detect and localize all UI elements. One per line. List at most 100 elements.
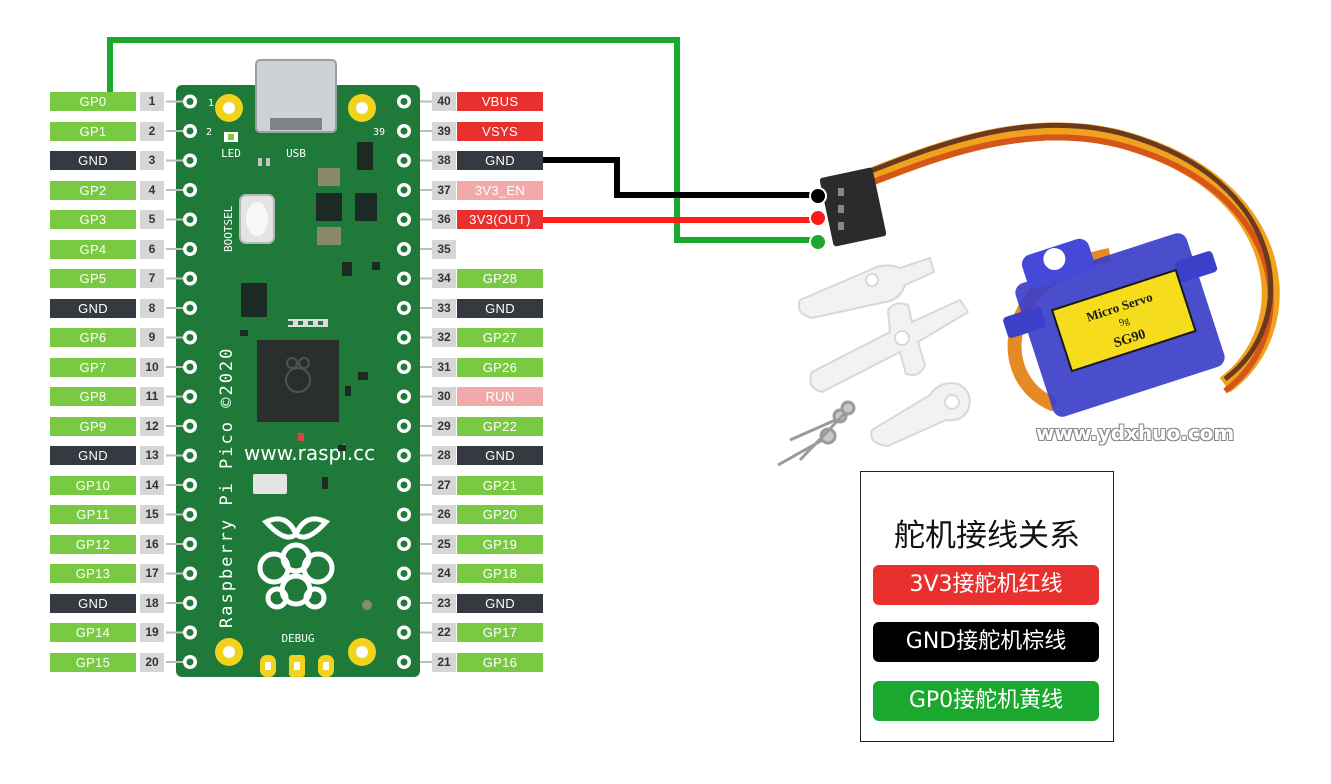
pin-pad-hole [400, 245, 408, 253]
pin-pad-hole [186, 511, 194, 518]
pin-number: 5 [140, 210, 164, 229]
pin-number: 29 [432, 416, 456, 436]
pin-pad-hole [400, 570, 408, 577]
legend-item-gnd: GND接舵机棕线 [873, 622, 1099, 662]
pin-pad-hole [400, 98, 408, 105]
pin-pad-hole [186, 481, 194, 489]
pin-pad-hole [186, 304, 194, 312]
pin-number: 13 [140, 446, 164, 465]
pin-pad-hole [186, 245, 194, 253]
pin-label: GND [457, 446, 543, 465]
led-label: LED [221, 147, 241, 160]
rp2040-chip [257, 340, 339, 422]
pin-pad-hole [186, 127, 194, 135]
pin-number: 28 [432, 446, 456, 465]
pin-pad-hole [400, 481, 408, 489]
pin-number: 24 [432, 564, 456, 583]
pin-number: 14 [140, 475, 164, 495]
pin-pad-hole [400, 127, 408, 135]
pin-number: 30 [432, 387, 456, 406]
pin-number: 17 [140, 564, 164, 583]
pin-pad-hole [400, 363, 408, 371]
pin-pad-hole [400, 304, 408, 312]
pin-label: VSYS [457, 121, 543, 141]
pin-pad-hole [400, 157, 408, 164]
pin-label: GP26 [457, 357, 543, 377]
pin-label: GND [50, 298, 136, 318]
pin-pad-hole [186, 275, 194, 282]
wires [107, 37, 818, 243]
pin-label: GP11 [50, 505, 136, 524]
pin-pad-hole [186, 363, 194, 371]
pin-label: RUN [457, 387, 543, 406]
pin-label: GP19 [457, 534, 543, 554]
pin-label: GP22 [457, 416, 543, 436]
pin-label [457, 240, 543, 259]
pin-pad-hole [400, 599, 408, 607]
pin-pad-hole [186, 658, 194, 666]
pin-label: GP12 [50, 534, 136, 554]
pin-label: GP15 [50, 652, 136, 672]
pin-pad-hole [400, 452, 408, 459]
crystal [318, 168, 340, 186]
servo-body: Micro Servo 9g SG90 [1003, 233, 1225, 417]
pin-label: GP16 [457, 652, 543, 672]
ground-wire [543, 157, 818, 198]
legend-item-gp0: GP0接舵机黄线 [873, 681, 1099, 721]
pin-pad-hole [400, 216, 408, 223]
pin-pad-hole [400, 658, 408, 666]
screws [777, 400, 856, 467]
pin-label: 3V3(OUT) [457, 210, 543, 229]
pin-pad-hole [400, 334, 408, 341]
pin-number: 22 [432, 623, 456, 642]
pin-number: 6 [140, 239, 164, 259]
pin-label: GP0 [50, 92, 136, 111]
pin-number: 16 [140, 534, 164, 554]
pin-pad-hole [186, 334, 194, 341]
pin-pad-hole [400, 275, 408, 282]
servo-label-line2: 9g [1118, 315, 1131, 329]
pin-number: 9 [140, 328, 164, 347]
pin-pad-hole [186, 393, 194, 400]
pin-label: GND [50, 446, 136, 465]
pin-pad-hole [400, 540, 408, 548]
pin-label: GP1 [50, 121, 136, 141]
connector-pin-red [809, 209, 827, 227]
pin-label: VBUS [457, 92, 543, 111]
servo-horns [797, 256, 971, 448]
bootsel-label: BOOTSEL [222, 205, 235, 252]
pin-number: 31 [432, 357, 456, 377]
pin-number: 34 [432, 269, 456, 288]
pin-label: GP6 [50, 328, 136, 347]
pin-pad-hole [400, 629, 408, 636]
signal-wire-gp0 [107, 37, 818, 243]
pin-label: GND [457, 298, 543, 318]
pin-label: GP13 [50, 564, 136, 583]
pin-number: 2 [140, 121, 164, 141]
test-pad [253, 474, 287, 494]
pin-number: 26 [432, 505, 456, 524]
pin-number: 37 [432, 180, 456, 200]
connector-pin-brown [809, 187, 827, 205]
